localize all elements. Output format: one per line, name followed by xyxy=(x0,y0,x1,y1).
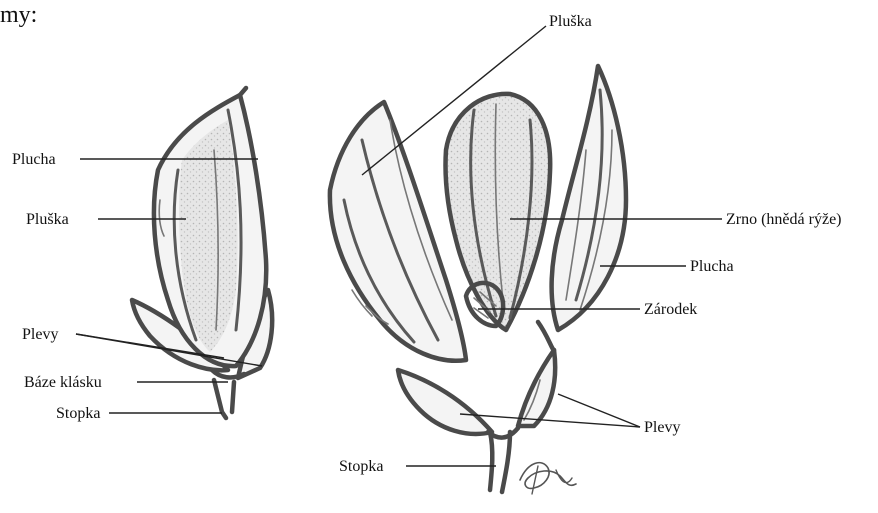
label-left-pluska: Pluška xyxy=(26,211,69,228)
label-left-baze-klasku: Báze klásku xyxy=(24,374,102,391)
header-fragment: my: xyxy=(0,2,37,28)
label-left-plucha: Plucha xyxy=(12,151,56,168)
label-right-plevy: Plevy xyxy=(644,419,680,436)
label-right-zarodek: Zárodek xyxy=(644,301,697,318)
label-right-pluska: Pluška xyxy=(549,13,592,30)
label-left-stopka: Stopka xyxy=(56,405,100,422)
label-left-plevy: Plevy xyxy=(22,326,58,343)
opened-spikelet-drawing xyxy=(330,66,626,492)
label-right-zrno: Zrno (hnědá rýže) xyxy=(726,211,842,228)
artist-signature xyxy=(520,463,576,494)
label-right-stopka: Stopka xyxy=(339,458,383,475)
label-right-plucha: Plucha xyxy=(690,258,734,275)
closed-spikelet-drawing xyxy=(132,88,272,418)
